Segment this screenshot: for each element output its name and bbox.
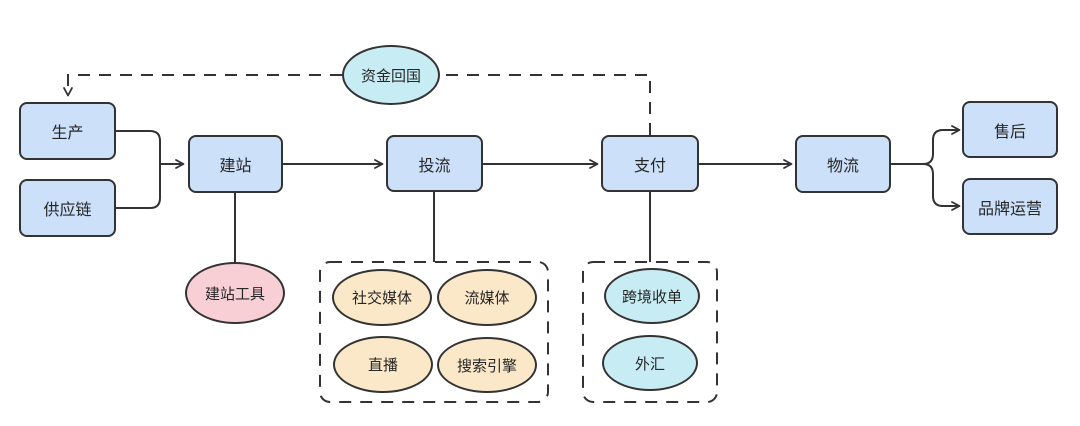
node-supply-chain: 供应链 (19, 179, 116, 237)
node-streaming-media: 流媒体 (437, 269, 537, 326)
node-social-media: 社交媒体 (332, 269, 432, 326)
edge-payment-to-funds-return-dashed (440, 74, 651, 135)
edge-supply-chain-to-junction (116, 164, 161, 209)
node-traffic: 投流 (386, 135, 483, 192)
node-funds-return: 资金回国 (342, 45, 440, 105)
node-logistics: 物流 (795, 135, 891, 193)
node-brand-operation: 品牌运营 (962, 178, 1058, 235)
node-payment: 支付 (601, 135, 699, 192)
node-after-sales: 售后 (962, 101, 1058, 158)
edge-production-to-junction (116, 130, 161, 164)
node-cross-border-acquiring: 跨境收单 (604, 268, 700, 324)
node-live-streaming: 直播 (333, 336, 433, 393)
node-site-building: 建站 (188, 135, 283, 193)
edge-logistics-to-brand-operation (891, 163, 961, 211)
edge-logistics-to-after-sales (891, 125, 961, 165)
node-foreign-exchange: 外汇 (602, 335, 698, 391)
payment-services-group (582, 261, 718, 403)
node-search-engine: 搜索引擎 (437, 337, 537, 393)
node-production: 生产 (19, 102, 116, 160)
traffic-channels-group (319, 261, 549, 403)
node-site-tools: 建站工具 (185, 262, 285, 324)
edge-funds-return-to-production-dashed (63, 74, 342, 97)
